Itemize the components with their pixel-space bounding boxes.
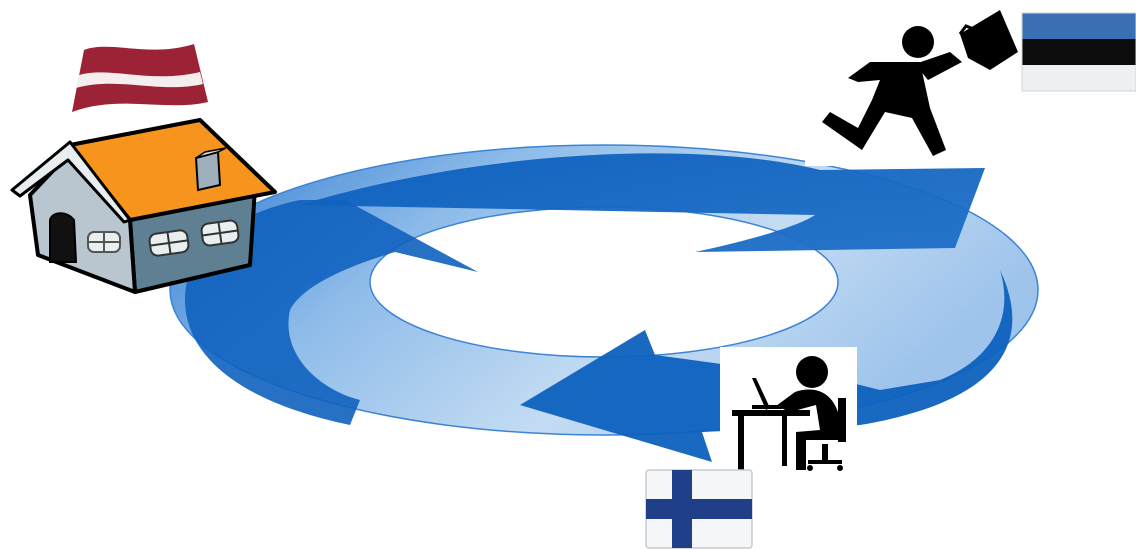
person-at-laptop-desk-icon <box>720 347 857 475</box>
house-icon <box>12 120 275 292</box>
finland-flag <box>646 470 752 548</box>
running-businessman-icon <box>805 10 1018 166</box>
estonia-flag <box>1022 13 1136 91</box>
latvia-flag <box>72 44 208 112</box>
